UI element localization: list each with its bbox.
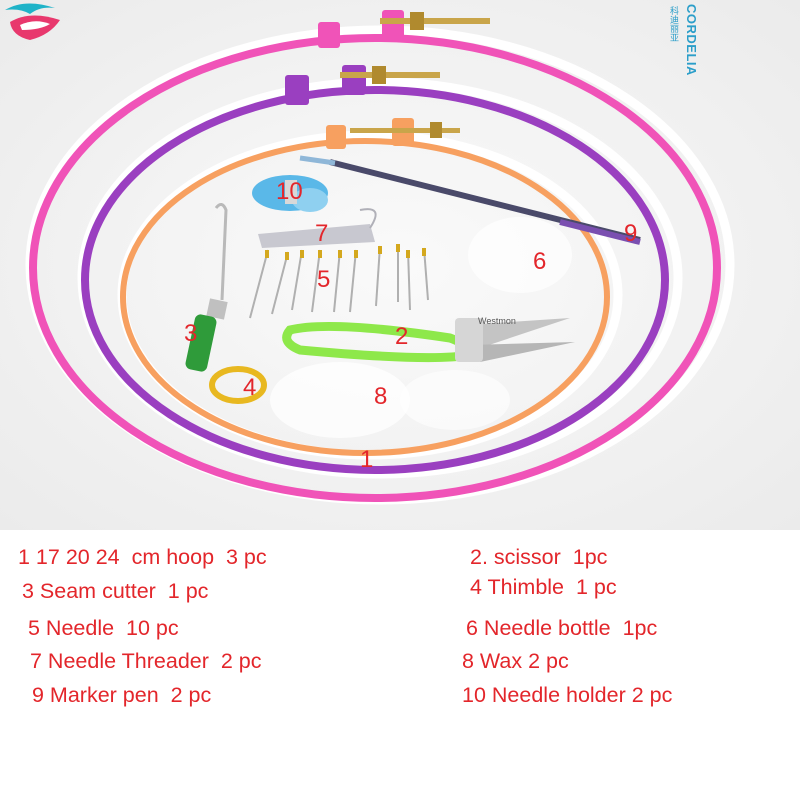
needle-eyes [265,244,426,260]
legend-item-3: 3 Seam cutter 1 pc [22,579,209,603]
brand-cjk-text: 科迪丽亚 [669,6,679,42]
photo-label-6: 6 [533,248,547,275]
photo-label-5: 5 [317,266,331,293]
wax-discs [270,362,510,438]
photo-label-9: 9 [624,220,638,247]
embroidery-kit-illustration [0,0,800,530]
photo-label-2: 2 [395,323,409,350]
marker-pen [299,155,641,245]
legend-item-6: 6 Needle bottle 1pc [466,616,658,640]
seam-cutter [185,203,228,372]
legend-item-10: 10 Needle holder 2 pc [462,683,673,707]
legend-item-1: 1 17 20 24 cm hoop 3 pc [18,545,267,569]
photo-label-3: 3 [184,320,198,347]
scissors [282,318,575,363]
legend-item-7: 7 Needle Threader 2 pc [30,649,262,673]
hoop-20cm-purple [81,86,669,474]
brand-name: CORDELIA [684,4,699,76]
legend-item-4: 4 Thimble 1 pc [470,575,617,599]
legend-item-8: 8 Wax 2 pc [462,649,569,673]
hoop-17cm-orange [120,138,610,456]
product-photo: 科迪丽亚 CORDELIA 10 7 9 6 5 3 2 4 8 1 Westm… [0,0,800,530]
legend-item-5: 5 Needle 10 pc [28,616,179,640]
needles [249,244,429,319]
photo-label-4: 4 [243,374,257,401]
item-legend: 1 17 20 24 cm hoop 3 pc 2. scissor 1pc 3… [0,530,800,800]
photo-label-7: 7 [315,220,329,247]
photo-label-10: 10 [276,178,303,205]
brand-logo-icon [5,3,60,41]
needle-holder [252,175,328,212]
thimble [209,366,267,404]
photo-label-1: 1 [360,446,374,473]
needle-threader [258,208,377,248]
needle-bottle [468,217,572,293]
photo-label-8: 8 [374,383,388,410]
scissor-brand-text: Westmon [478,316,516,326]
legend-item-9: 9 Marker pen 2 pc [32,683,212,707]
purple-hoop-clamp [285,65,440,105]
legend-item-2: 2. scissor 1pc [470,545,608,569]
pink-hoop-clamp [318,10,490,48]
hoop-24cm-pink [29,34,721,502]
orange-hoop-clamp [326,118,460,149]
